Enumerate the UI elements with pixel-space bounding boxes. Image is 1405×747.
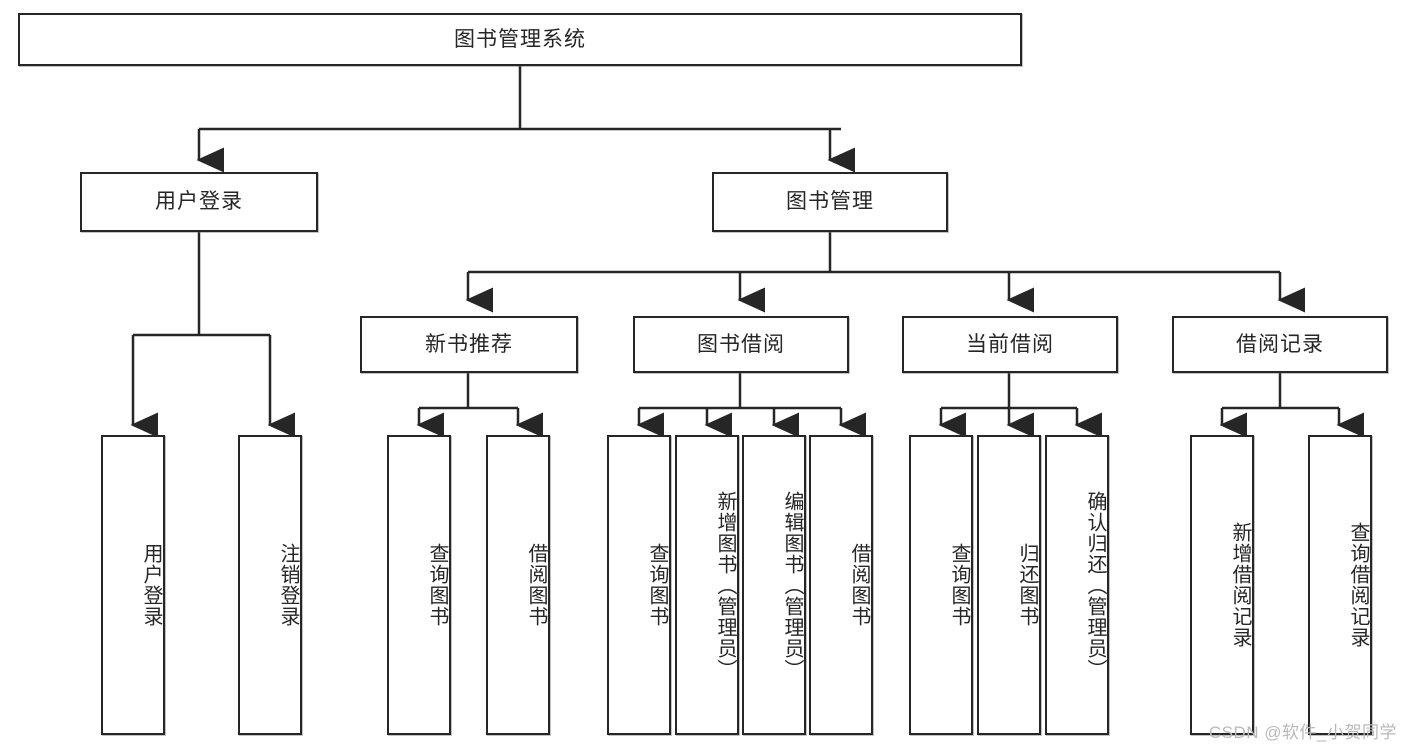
node-root-label: 图书管理系统 <box>454 27 586 51</box>
node-new-book-recommend[interactable]: 新书推荐 <box>360 316 578 373</box>
node-borrow-record-label: 借阅记录 <box>1236 332 1324 356</box>
leaf-query-record-label: 查询借阅记录 <box>1347 522 1369 648</box>
leaf-user-login[interactable]: 用户登录 <box>101 435 165 735</box>
node-current-borrow[interactable]: 当前借阅 <box>902 316 1118 373</box>
leaf-logout-login[interactable]: 注销登录 <box>238 435 302 735</box>
node-book-manage-label: 图书管理 <box>786 190 874 214</box>
node-borrow-record[interactable]: 借阅记录 <box>1172 316 1388 373</box>
node-book-borrow-label: 图书借阅 <box>697 332 785 356</box>
leaf-edit-book-label: 编辑图书（管理员） <box>781 490 803 680</box>
node-new-book-recommend-label: 新书推荐 <box>425 332 513 356</box>
leaf-confirm-return-label: 确认归还（管理员） <box>1084 490 1106 680</box>
leaf-query-book-3-label: 查询图书 <box>948 543 970 627</box>
leaf-query-record[interactable]: 查询借阅记录 <box>1308 435 1372 735</box>
leaf-query-book-1-label: 查询图书 <box>426 543 448 627</box>
leaf-return-book[interactable]: 归还图书 <box>977 435 1041 735</box>
leaf-query-book-2[interactable]: 查询图书 <box>607 435 671 735</box>
leaf-borrow-book-2-label: 借阅图书 <box>848 543 870 627</box>
leaf-query-book-2-label: 查询图书 <box>646 543 668 627</box>
leaf-user-login-label: 用户登录 <box>140 543 162 627</box>
node-root[interactable]: 图书管理系统 <box>18 13 1022 66</box>
leaf-logout-login-label: 注销登录 <box>277 543 299 627</box>
leaf-borrow-book-1[interactable]: 借阅图书 <box>486 435 550 735</box>
node-current-borrow-label: 当前借阅 <box>966 332 1054 356</box>
leaf-borrow-book-1-label: 借阅图书 <box>525 543 547 627</box>
node-book-manage[interactable]: 图书管理 <box>712 172 948 232</box>
leaf-add-record[interactable]: 新增借阅记录 <box>1190 435 1254 735</box>
leaf-add-book[interactable]: 新增图书（管理员） <box>675 435 739 735</box>
leaf-borrow-book-2[interactable]: 借阅图书 <box>809 435 873 735</box>
leaf-query-book-3[interactable]: 查询图书 <box>909 435 973 735</box>
leaf-add-book-label: 新增图书（管理员） <box>714 490 736 680</box>
node-user-login-label: 用户登录 <box>155 190 243 214</box>
leaf-query-book-1[interactable]: 查询图书 <box>387 435 451 735</box>
node-book-borrow[interactable]: 图书借阅 <box>633 316 849 373</box>
leaf-confirm-return[interactable]: 确认归还（管理员） <box>1045 435 1109 735</box>
node-user-login[interactable]: 用户登录 <box>80 172 318 232</box>
leaf-edit-book[interactable]: 编辑图书（管理员） <box>742 435 806 735</box>
watermark: CSDN @软件_小贺同学 <box>1208 723 1397 742</box>
leaf-add-record-label: 新增借阅记录 <box>1229 522 1251 648</box>
leaf-return-book-label: 归还图书 <box>1016 543 1038 627</box>
